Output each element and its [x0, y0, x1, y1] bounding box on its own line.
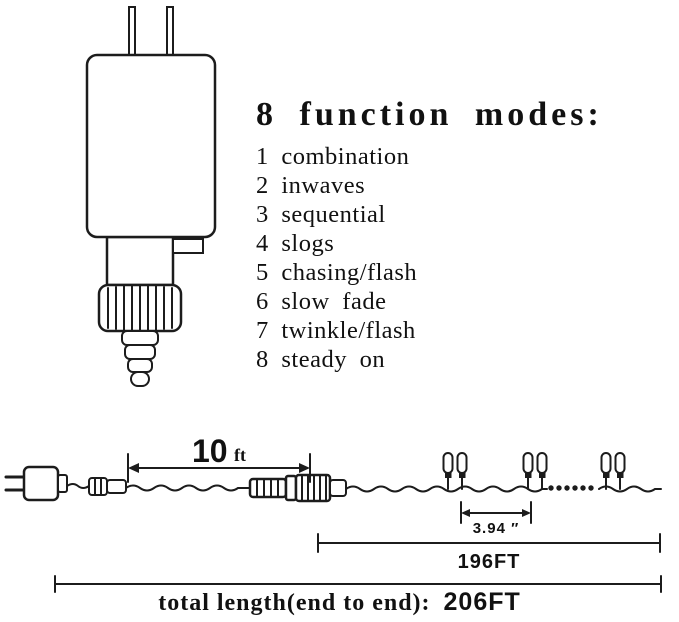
mode-item-5: 5 chasing/flash — [256, 259, 418, 286]
adapter-prongs — [128, 6, 174, 58]
modes-list: 1 combination 2 inwaves 3 sequential 4 s… — [256, 142, 603, 374]
lead-length-measure: 10 ft — [127, 433, 311, 483]
mode-item-6: 6 slow fade — [256, 288, 387, 315]
mode-item-1: 1 combination — [256, 143, 410, 170]
lead-length-value: 10 — [192, 433, 228, 469]
wire-lead-short — [66, 483, 90, 489]
light-bulb — [536, 452, 548, 490]
mode-item-4: 4 slogs — [256, 230, 335, 257]
adapter-strain-relief — [97, 283, 183, 333]
power-adapter-illustration — [85, 6, 217, 387]
light-bulb — [600, 452, 612, 490]
wire-lit-1 — [345, 485, 548, 493]
light-bulb — [442, 452, 454, 490]
connector-small — [88, 477, 127, 496]
wire-lit-2 — [598, 485, 662, 493]
bulb-spacing-measure: 3.94 ″ — [460, 501, 532, 537]
adapter-body — [85, 53, 217, 239]
lead-length-unit: ft — [234, 445, 246, 465]
light-bulb — [456, 452, 468, 490]
mode-item-2: 2 inwaves — [256, 172, 366, 199]
adapter-neck — [105, 235, 204, 287]
mode-item-3: 3 sequential — [256, 201, 386, 228]
mode-item-7: 7 twinkle/flash — [256, 317, 416, 344]
bulb-spacing-value: 3.94 ″ — [473, 520, 520, 537]
connector-pair — [248, 473, 347, 503]
modes-title: 8 function modes: — [256, 96, 603, 133]
light-bulb — [614, 452, 626, 490]
total-length-value: 206FT — [443, 588, 521, 616]
mode-item-8: 8 steady on — [256, 346, 386, 373]
function-modes-panel: 8 function modes: 1 combination 2 inwave… — [256, 96, 603, 374]
total-length-line — [54, 575, 662, 593]
total-length-caption: total length(end to end): 206FT — [0, 588, 679, 617]
continuation-dots — [548, 485, 594, 491]
lit-length-measure: 196FT — [317, 533, 661, 573]
light-bulb — [522, 452, 534, 490]
adapter-tag — [172, 238, 204, 254]
plug-icon — [4, 465, 68, 502]
string-lights-diagram: 10 ft 3.94 ″ 196FT — [4, 433, 662, 593]
lit-length-value: 196FT — [458, 551, 521, 573]
adapter-cord — [121, 330, 159, 387]
wire-lead — [125, 484, 251, 492]
total-length-label: total length(end to end): — [158, 590, 431, 616]
